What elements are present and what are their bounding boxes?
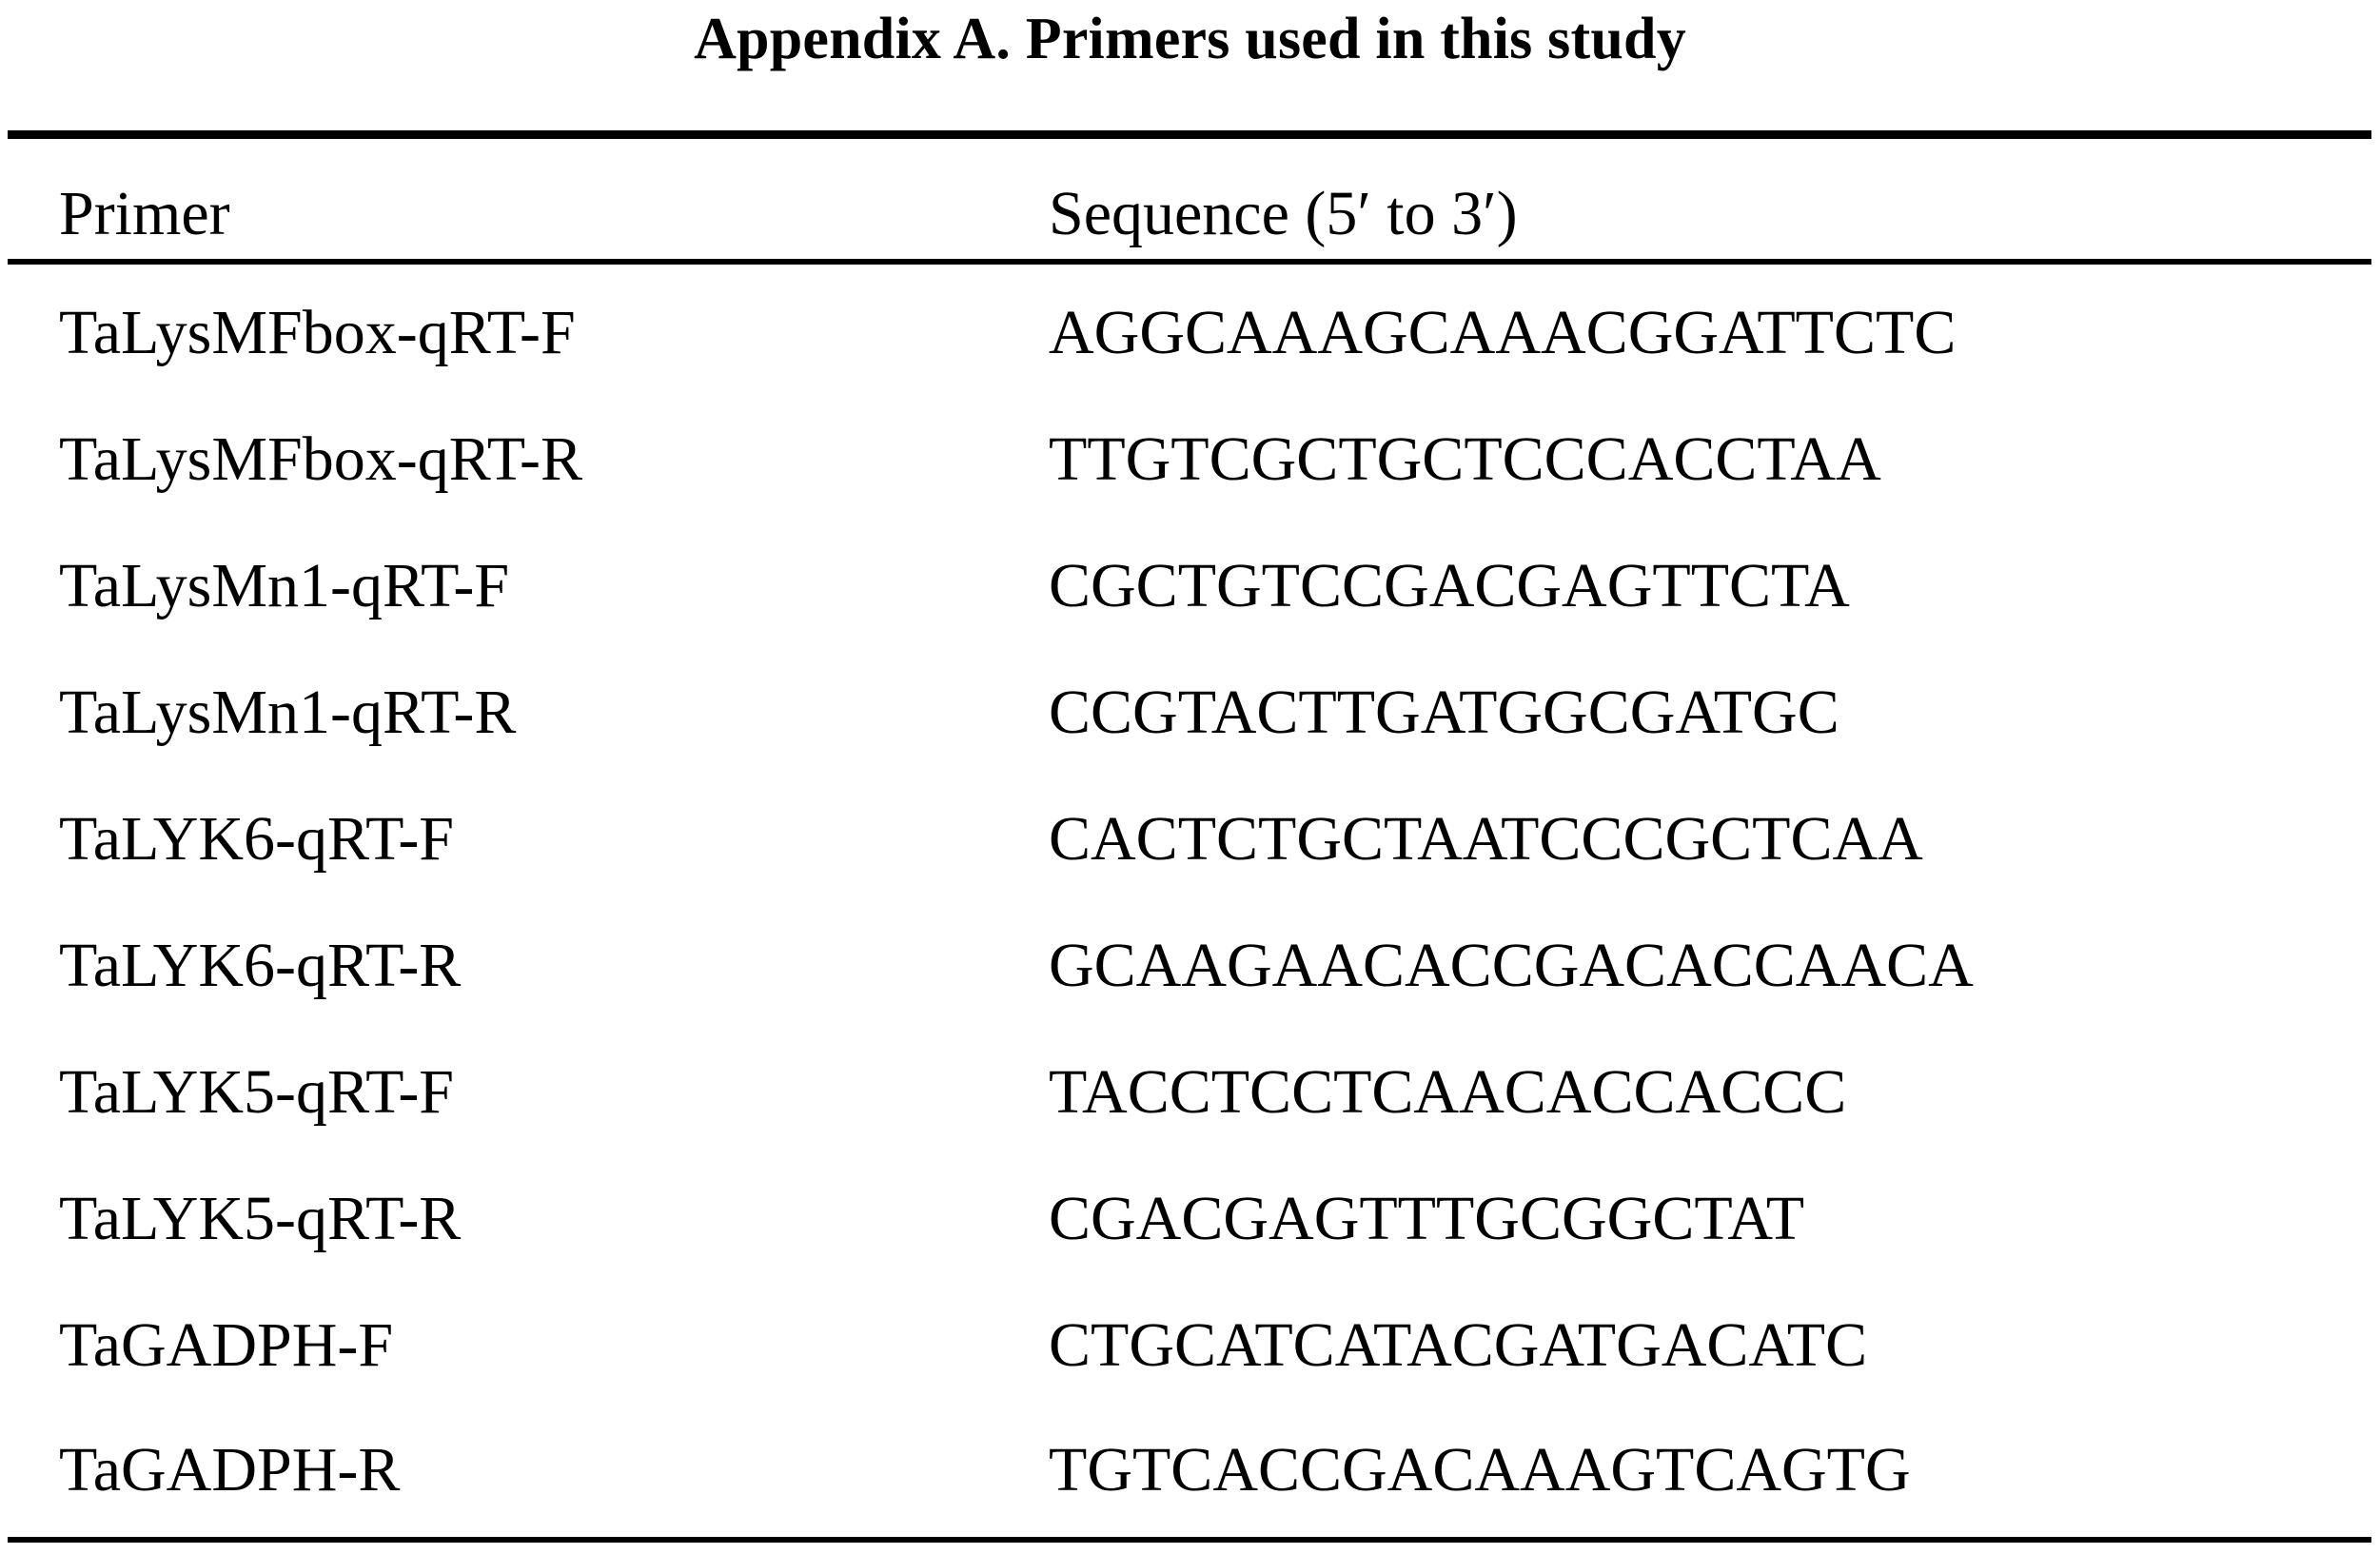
cell-sequence: TTGTCGCTGCTCCCACCTAA bbox=[1049, 424, 1881, 494]
cell-sequence: CACTCTGCTAATCCCGCTCAA bbox=[1049, 804, 1923, 874]
table-row: TaLysMn1-qRT-R CCGTACTTGATGGCGATGC bbox=[0, 651, 2380, 775]
column-header-primer: Primer bbox=[59, 179, 230, 248]
cell-primer: TaLYK5-qRT-R bbox=[59, 1184, 462, 1253]
table-row: TaLysMFbox-qRT-R TTGTCGCTGCTCCCACCTAA bbox=[0, 398, 2380, 521]
cell-sequence: CGACGAGTTTGCGGCTAT bbox=[1049, 1184, 1805, 1253]
column-header-sequence: Sequence (5′ to 3′) bbox=[1049, 179, 1518, 248]
table-row: TaLYK5-qRT-F TACCTCCTCAACACCACCC bbox=[0, 1031, 2380, 1154]
table-row: TaLYK6-qRT-F CACTCTGCTAATCCCGCTCAA bbox=[0, 777, 2380, 901]
table-row: TaLYK5-qRT-R CGACGAGTTTGCGGCTAT bbox=[0, 1157, 2380, 1281]
cell-sequence: TACCTCCTCAACACCACCC bbox=[1049, 1057, 1847, 1127]
table-bottom-rule bbox=[8, 1537, 2371, 1543]
table-row: TaGADPH-R TGTCACCGACAAAGTCAGTG bbox=[0, 1408, 2380, 1532]
table-row: TaLysMFbox-qRT-F AGGCAAAGCAAACGGATTCTC bbox=[0, 271, 2380, 395]
cell-primer: TaLysMFbox-qRT-F bbox=[59, 298, 576, 367]
cell-primer: TaGADPH-F bbox=[59, 1310, 394, 1380]
cell-sequence: AGGCAAAGCAAACGGATTCTC bbox=[1049, 298, 1957, 367]
table-top-rule bbox=[8, 130, 2371, 139]
table-row: TaLysMn1-qRT-F CGCTGTCCGACGAGTTCTA bbox=[0, 524, 2380, 648]
page-title: Appendix A. Primers used in this study bbox=[694, 7, 1686, 71]
cell-sequence: TGTCACCGACAAAGTCAGTG bbox=[1049, 1435, 1911, 1505]
cell-primer: TaLysMFbox-qRT-R bbox=[59, 424, 583, 494]
cell-primer: TaLYK5-qRT-F bbox=[59, 1057, 455, 1127]
cell-sequence: CCGTACTTGATGGCGATGC bbox=[1049, 678, 1839, 747]
cell-primer: TaGADPH-R bbox=[59, 1435, 401, 1505]
cell-primer: TaLYK6-qRT-F bbox=[59, 804, 455, 874]
table-row: TaGADPH-F CTGCATCATACGATGACATC bbox=[0, 1284, 2380, 1407]
cell-primer: TaLYK6-qRT-R bbox=[59, 931, 462, 1000]
table-header-row: Primer Sequence (5′ to 3′) bbox=[0, 152, 2380, 276]
cell-primer: TaLysMn1-qRT-F bbox=[59, 551, 510, 620]
cell-sequence: CGCTGTCCGACGAGTTCTA bbox=[1049, 551, 1850, 620]
header-separator-rule bbox=[8, 259, 2371, 265]
cell-primer: TaLysMn1-qRT-R bbox=[59, 678, 517, 747]
table-row: TaLYK6-qRT-R GCAAGAACACCGACACCAACA bbox=[0, 904, 2380, 1028]
cell-sequence: GCAAGAACACCGACACCAACA bbox=[1049, 931, 1974, 1000]
cell-sequence: CTGCATCATACGATGACATC bbox=[1049, 1310, 1868, 1380]
